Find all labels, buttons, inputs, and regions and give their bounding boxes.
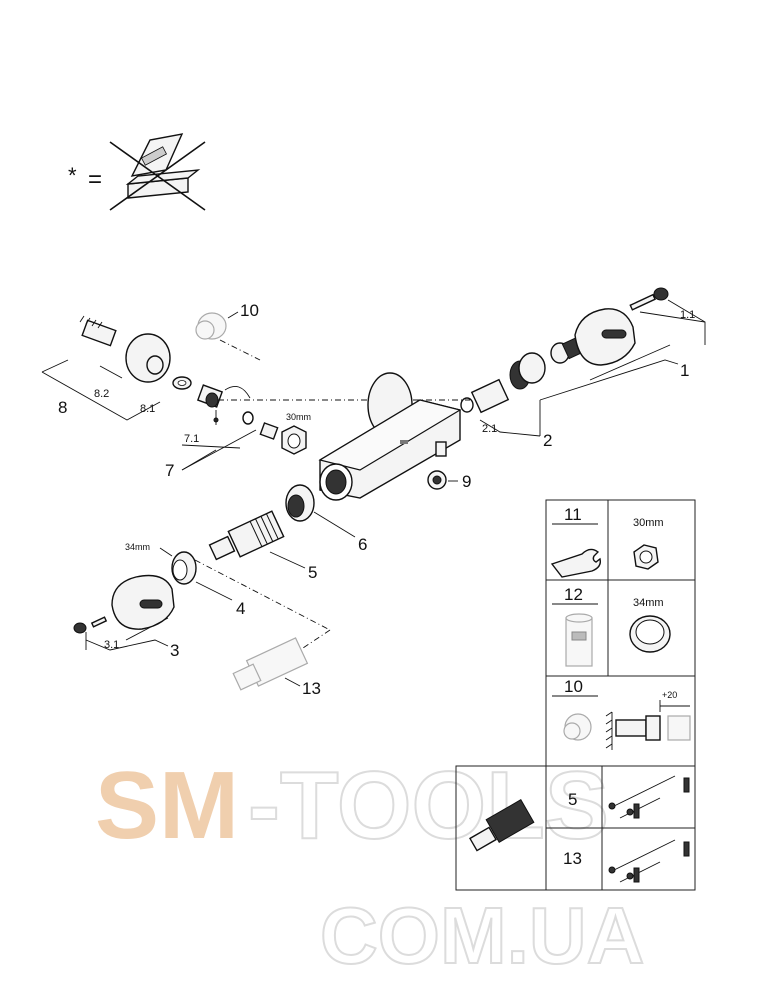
callout-8: 8 [58, 398, 67, 417]
cartridge-variants-table: 5 13 [455, 765, 696, 891]
watermark-domain: COM.UA [320, 891, 644, 980]
part-13-ghost-cartridge [232, 637, 309, 691]
exploded-view: 10 8.2 8 8.1 7.1 7 30mm 1.1 1 2.1 2 9 6 … [41, 287, 706, 698]
legend-10-dim: +20 [662, 690, 677, 700]
callout-30mm: 30mm [286, 412, 311, 422]
legend-12-size: 34mm [633, 597, 664, 609]
extension-sleeve-icon [565, 613, 593, 667]
extension-10-icon [563, 713, 592, 741]
callout-1-1: 1.1 [680, 309, 695, 321]
part-7-eccentric [196, 384, 279, 440]
callout-3: 3 [170, 641, 179, 660]
spare-parts-legend: 11 30mm 12 34mm 10 +20 [545, 499, 696, 767]
callout-2-1: 2.1 [482, 423, 497, 435]
variant-5-installation-icon [608, 775, 690, 819]
thermostat-body [318, 372, 462, 501]
not-included-symbol: * = [68, 133, 206, 211]
symbol-asterisk: * [68, 163, 77, 188]
ring-34mm-icon [629, 615, 671, 653]
cartridge-icon [469, 799, 535, 852]
extension-installation-icon [605, 700, 691, 750]
callout-7: 7 [165, 461, 174, 480]
part-8-wall-connector [79, 315, 192, 390]
variant-13-installation-icon [608, 839, 690, 883]
part-3-handle [73, 574, 175, 634]
watermark-sm: SM [95, 752, 239, 859]
callout-8-2: 8.2 [94, 388, 109, 400]
symbol-equals: = [88, 166, 102, 193]
part-2-cartridge [460, 336, 585, 414]
nut-icon [633, 544, 659, 570]
callout-6: 6 [358, 535, 367, 554]
legend-12-number: 12 [564, 585, 583, 604]
part-1-temperature-handle [574, 287, 669, 366]
legend-11-number: 11 [564, 505, 582, 524]
callout-9: 9 [462, 472, 471, 491]
wrench-icon [550, 548, 602, 578]
watermark: SM -TOOLS COM.UA [95, 751, 645, 981]
callout-5: 5 [308, 563, 317, 582]
callout-7-1: 7.1 [184, 433, 199, 445]
part-9-filter [427, 470, 458, 490]
callout-10: 10 [240, 301, 259, 320]
legend-10-number: 10 [564, 677, 583, 696]
callout-2: 2 [543, 431, 552, 450]
union-nut-30mm [281, 425, 307, 455]
variant-5-number: 5 [568, 790, 577, 809]
part-4-ring-34mm [159, 547, 233, 601]
legend-11-size: 30mm [633, 517, 664, 529]
callout-3-1: 3.1 [104, 639, 119, 651]
callout-4: 4 [236, 599, 245, 618]
packaging-box-icon [109, 133, 206, 211]
part-5-cartridge [208, 510, 306, 569]
variant-13-number: 13 [563, 849, 582, 868]
callout-8-1: 8.1 [140, 403, 155, 415]
callout-1: 1 [680, 361, 689, 380]
part-10-extension [195, 311, 239, 340]
part-6-ring [285, 484, 356, 538]
callout-34mm: 34mm [125, 542, 150, 552]
callout-13: 13 [302, 679, 321, 698]
watermark-tools: -TOOLS [248, 752, 609, 859]
